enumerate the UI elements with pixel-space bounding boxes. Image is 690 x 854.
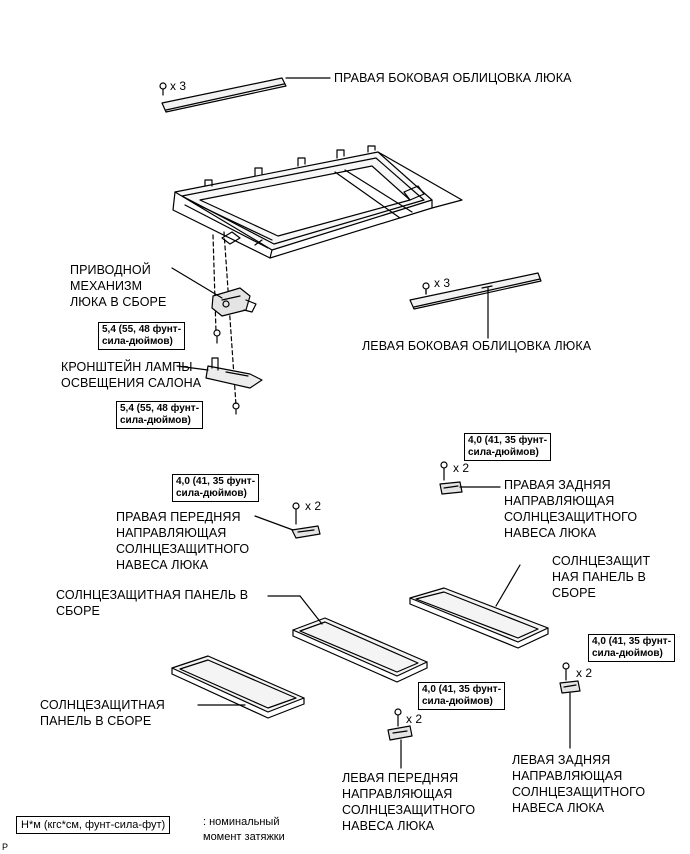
right-side-garnish-screw-icon [159, 82, 167, 96]
leader-drive-gear [171, 267, 223, 299]
right-front-guide-screw-icon [292, 502, 300, 525]
count-right-front-guide: x 2 [305, 499, 322, 513]
label-left-side-garnish: ЛЕВАЯ БОКОВАЯ ОБЛИЦОВКА ЛЮКА [362, 339, 592, 353]
count-right-side-garnish: x 3 [170, 79, 187, 93]
torque-drive-gear: 5,4 (55, 48 фунт- сила-дюймов) [98, 322, 186, 350]
left-rear-guide [559, 680, 581, 694]
label-shade-panel-middle: СОЛНЦЕЗАЩИТНАЯ ПАНЕЛЬ В СБОРЕ [56, 588, 249, 618]
torque-right-front-guide: 4,0 (41, 35 фунт- сила-дюймов) [172, 474, 260, 502]
leader-right-front-guide [254, 515, 294, 531]
label-shade-panel-left: СОЛНЦЕЗАЩИТНАЯ ПАНЕЛЬ В СБОРЕ [40, 698, 165, 728]
leader-lamp-bracket [176, 365, 209, 371]
corner-mark: P [2, 842, 9, 852]
legend-torque-unit: Н*м (кгс*см, фунт-сила-фут) [16, 816, 171, 834]
torque-lamp-bracket: 5,4 (55, 48 фунт- сила-дюймов) [116, 401, 204, 429]
sunroof-drive-gear [211, 287, 257, 317]
right-front-guide [291, 525, 321, 539]
right-side-garnish [161, 77, 287, 113]
torque-left-rear-guide: 4,0 (41, 35 фунт- сила-дюймов) [588, 634, 676, 662]
leader-shade-panel-middle-2 [299, 595, 323, 625]
label-right-side-garnish: ПРАВАЯ БОКОВАЯ ОБЛИЦОВКА ЛЮКА [334, 71, 572, 85]
count-right-rear-guide: x 2 [453, 461, 470, 475]
label-left-front-guide: ЛЕВАЯ ПЕРЕДНЯЯ НАПРАВЛЯЮЩАЯ СОЛНЦЕЗАЩИТН… [342, 771, 476, 833]
sunshade-panel-right [409, 587, 549, 649]
room-lamp-bracket [205, 357, 263, 389]
drive-gear-bolt-icon [213, 329, 221, 344]
label-shade-panel-right: СОЛНЦЕЗАЩИТ НАЯ ПАНЕЛЬ В СБОРЕ [552, 554, 651, 600]
right-rear-guide [439, 481, 463, 495]
count-left-front-guide: x 2 [406, 712, 423, 726]
label-lamp-bracket: КРОНШТЕЙН ЛАМПЫ ОСВЕЩЕНИЯ САЛОНА [61, 360, 202, 390]
label-drive-gear: ПРИВОДНОЙ МЕХАНИЗМ ЛЮКА В СБОРЕ [70, 263, 167, 309]
label-left-rear-guide: ЛЕВАЯ ЗАДНЯЯ НАПРАВЛЯЮЩАЯ СОЛНЦЕЗАЩИТНОГ… [512, 753, 646, 815]
left-side-garnish-screw-icon [422, 282, 430, 295]
left-rear-guide-screw-icon [562, 662, 570, 681]
left-front-guide-screw-icon [394, 708, 402, 727]
sunshade-panel-left [171, 655, 305, 719]
sunshade-panel-middle [292, 617, 428, 683]
torque-left-front-guide: 4,0 (41, 35 фунт- сила-дюймов) [418, 682, 506, 710]
count-left-side-garnish: x 3 [434, 276, 451, 290]
label-right-front-guide: ПРАВАЯ ПЕРЕДНЯЯ НАПРАВЛЯЮЩАЯ СОЛНЦЕЗАЩИТ… [116, 510, 250, 572]
right-rear-guide-screw-icon [440, 461, 448, 481]
label-right-rear-guide: ПРАВАЯ ЗАДНЯЯ НАПРАВЛЯЮЩАЯ СОЛНЦЕЗАЩИТНО… [504, 478, 638, 540]
torque-right-rear-guide: 4,0 (41, 35 фунт- сила-дюймов) [464, 433, 552, 461]
left-side-garnish [409, 272, 542, 310]
legend-torque-note: : номинальный момент затяжки [203, 816, 285, 843]
count-left-rear-guide: x 2 [576, 666, 593, 680]
leader-shade-panel-right [495, 564, 521, 607]
sunroof-housing-frame [172, 145, 463, 259]
lamp-bracket-bolt-icon [232, 402, 240, 415]
left-front-guide [387, 725, 413, 741]
